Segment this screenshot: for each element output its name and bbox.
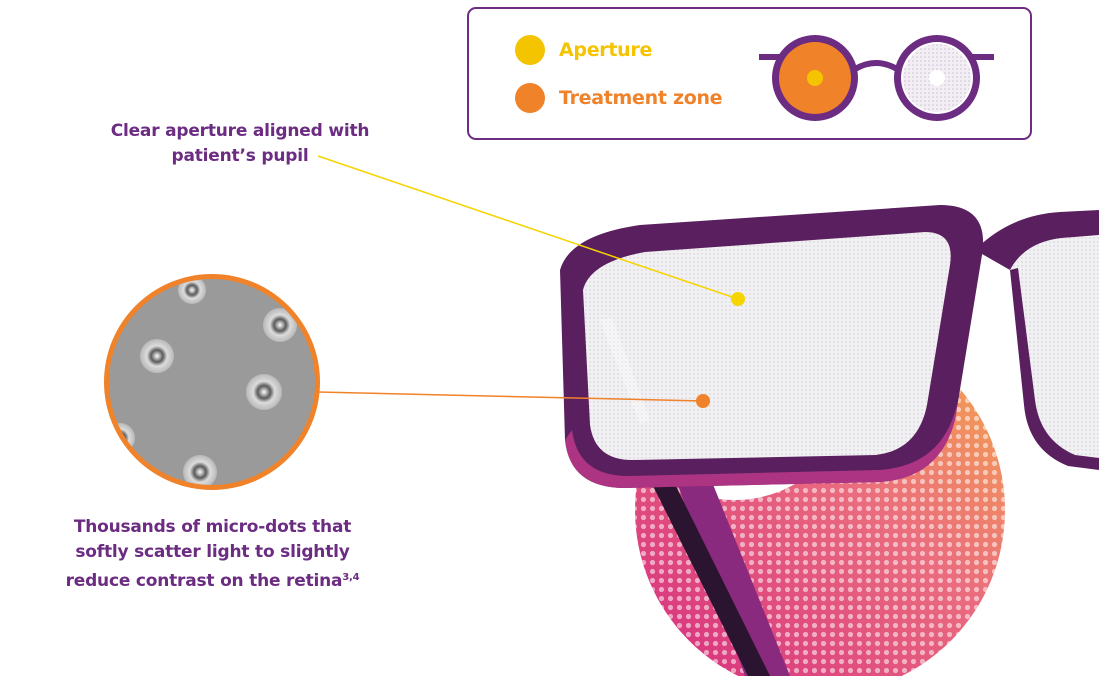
aperture-caption-line-1: Clear aperture aligned with [110,121,370,141]
treatment-swatch-icon [515,83,545,113]
legend-label-aperture: Aperture [559,39,653,61]
citation-superscript: 3,4 [342,572,360,583]
microdots-caption-line-2: softly scatter light to slightly [75,542,350,562]
aperture-leader-line [317,155,739,300]
aperture-swatch-icon [515,35,545,65]
treatment-marker [696,394,710,408]
treatment-leader-line [317,391,704,402]
eyeglasses-photo [560,205,1099,676]
aperture-caption-line-2: patient’s pupil [171,146,309,166]
legend-box: Aperture Treatment zone [467,7,1032,140]
microdots-caption: Thousands of micro-dots that softly scat… [30,515,395,594]
microdots-caption-text: reduce contrast on the retina [65,571,343,591]
aperture-marker [731,292,745,306]
magnifier-inset [104,274,320,490]
legend-item-treatment-zone: Treatment zone [515,83,723,113]
aperture-caption: Clear aperture aligned with patient’s pu… [60,119,420,169]
legend-item-aperture: Aperture [515,35,652,65]
microdots-caption-line-1: Thousands of micro-dots that [73,517,352,537]
legend-label-treatment-zone: Treatment zone [559,87,723,109]
microdots-caption-line-3: reduce contrast on the retina3,4 [30,565,395,594]
glasses-legend-icon [759,35,994,121]
